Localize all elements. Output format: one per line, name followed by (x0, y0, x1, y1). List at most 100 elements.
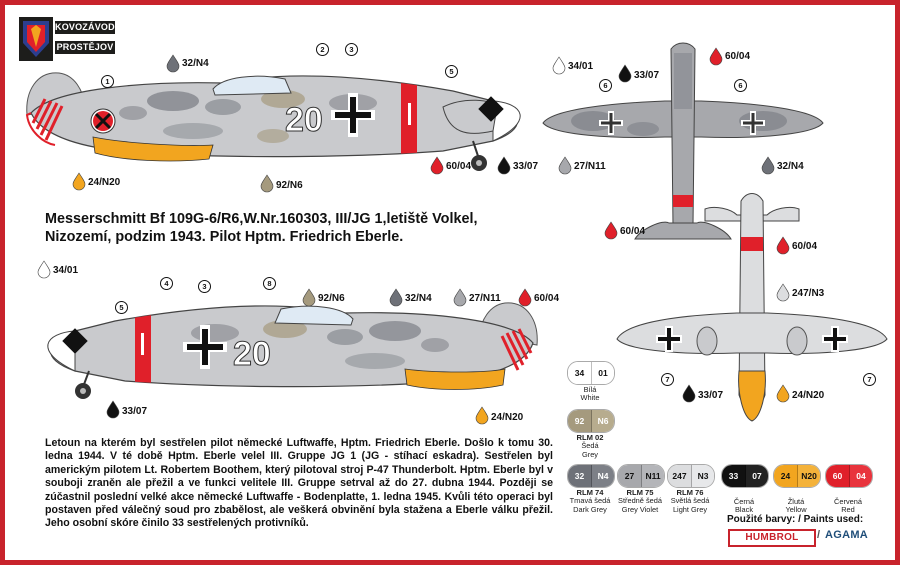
paint-drop-92n6-a (260, 174, 274, 193)
swatch-code-b: 04 (850, 465, 872, 487)
swatch-code-a: 247 (668, 465, 692, 487)
rudder-stripes-right (500, 328, 533, 371)
swatch-name: Šedá (581, 441, 599, 451)
swatch-code-b: N4 (592, 465, 614, 487)
swatch-code-b: 07 (746, 465, 768, 487)
top-wing-cross-left (599, 111, 623, 135)
canopy (212, 75, 292, 96)
callout-24n20-b: 24/N20 (491, 412, 524, 423)
paint-drop-27n11-tv (558, 156, 572, 175)
aircraft-code: 20 (285, 101, 323, 139)
callout-number-3: 3 (345, 43, 358, 56)
callout-92n6-b: 92/N6 (318, 293, 345, 304)
fuselage-cross-right (183, 325, 227, 369)
aircraft-code-right: 20 (233, 335, 271, 373)
yellow-nose (738, 370, 766, 422)
paint-drop-3307-tv (618, 64, 632, 83)
fuselage-cross (331, 93, 375, 137)
swatch-code-a: 60 (826, 465, 850, 487)
swatch-en: Dark Grey (573, 504, 607, 514)
callout-number-2: 2 (316, 43, 329, 56)
swatch-code-a: 33 (722, 465, 746, 487)
swatch-name: Středně šedá (618, 496, 662, 506)
kovozavody-logo: KOVOZÁVODY PROSTĚJOV (19, 17, 121, 61)
swatch-name: Žlutá (787, 497, 805, 506)
paint-drop-3401-b (37, 260, 51, 279)
top-view (542, 42, 824, 240)
swatch-en: Light Grey (672, 504, 708, 514)
humbrol-logo: HUMBROL (728, 529, 816, 547)
swatch-name: Červená (834, 497, 862, 506)
callout-92n6-a: 92/N6 (276, 180, 303, 191)
diamond-badge-right (62, 328, 88, 354)
agama-logo: AGAMA (825, 529, 869, 541)
paint-drop-32n4-b (389, 288, 403, 307)
callout-3401-b: 34/01 (53, 265, 79, 276)
bottom-view (616, 193, 888, 422)
swatch-rlm: RLM 02 (576, 433, 604, 442)
paint-drop-6004-tv1 (709, 47, 723, 66)
callout-number-3b: 3 (198, 280, 211, 293)
paint-drop-6004-bv (776, 236, 790, 255)
swatch-en: Red (841, 505, 855, 515)
swatch-rlm: RLM 76 (676, 488, 704, 497)
swatch-rlm: RLM 74 (576, 488, 604, 497)
swatch-code-a: 27 (618, 465, 642, 487)
callout-number-5: 5 (445, 65, 458, 78)
callout-3401-a: 34/01 (568, 61, 594, 72)
paint-drop-27n11-b (453, 288, 467, 307)
swatch-name: Černá (733, 497, 755, 506)
paint-drop-24n20-a (72, 172, 86, 191)
callout-6004-b: 60/04 (534, 293, 560, 304)
brand-separator: / (817, 529, 821, 541)
callout-32n4-a: 32/N4 (182, 58, 209, 69)
callout-3307-a: 33/07 (513, 161, 539, 172)
callout-27n11-tv: 27/N11 (574, 161, 606, 172)
swatch-code-b: N20 (798, 465, 820, 487)
rudder-stripes (31, 98, 64, 141)
swatch-en: Yellow (785, 505, 807, 515)
callout-3307-tv: 33/07 (634, 70, 660, 81)
swatch-code-a: 32 (568, 465, 592, 487)
history-description: Letoun na kterém byl sestřelen pilot něm… (45, 437, 553, 530)
callout-24n20-bv: 24/N20 (792, 390, 825, 401)
kovozavody-logo-icon (19, 17, 53, 61)
swatch-en: White (580, 393, 600, 403)
swatch-name: Tmavá šedá (569, 496, 611, 506)
swatch-code-b: N3 (692, 465, 714, 487)
swatch-en: Grey (581, 449, 598, 459)
paint-drop-32n4-tv (761, 156, 775, 175)
top-wing-cross-right (741, 111, 765, 135)
paint-drop-24n20-b (475, 406, 489, 425)
paint-drop-6004-b (518, 288, 532, 307)
callout-number-1: 1 (101, 75, 114, 88)
paint-drop-92n6-b (302, 288, 316, 307)
paint-drop-3307-b (106, 400, 120, 419)
paints-used-label: Použité barvy: / Paints used: (727, 514, 864, 525)
paint-drop-3307-bv (682, 384, 696, 403)
callout-number-7b: 7 (863, 373, 876, 386)
right-profile-view: 20 (47, 302, 538, 399)
swatch-name: Bílá (583, 385, 597, 394)
paint-drop-247n3-bv (776, 283, 790, 302)
paint-drop-3307-a (497, 156, 511, 175)
callout-number-8: 8 (263, 277, 276, 290)
title-line-2: Nizozemí, podzim 1943. Pilot Hptm. Fried… (45, 229, 404, 245)
diamond-badge (478, 96, 504, 122)
swatch-code-a: 24 (774, 465, 798, 487)
bottom-wing-cross-left (656, 326, 682, 352)
callout-24n20-a: 24/N20 (88, 177, 121, 188)
paint-drop-6004-a (430, 156, 444, 175)
callout-number-5b: 5 (115, 301, 128, 314)
callout-6004-tv1: 60/04 (725, 51, 751, 62)
paint-drop-24n20-bv (776, 384, 790, 403)
swatch-rlm: RLM 75 (626, 488, 654, 497)
callout-32n4-b: 32/N4 (405, 293, 432, 304)
canopy-right (274, 305, 354, 326)
